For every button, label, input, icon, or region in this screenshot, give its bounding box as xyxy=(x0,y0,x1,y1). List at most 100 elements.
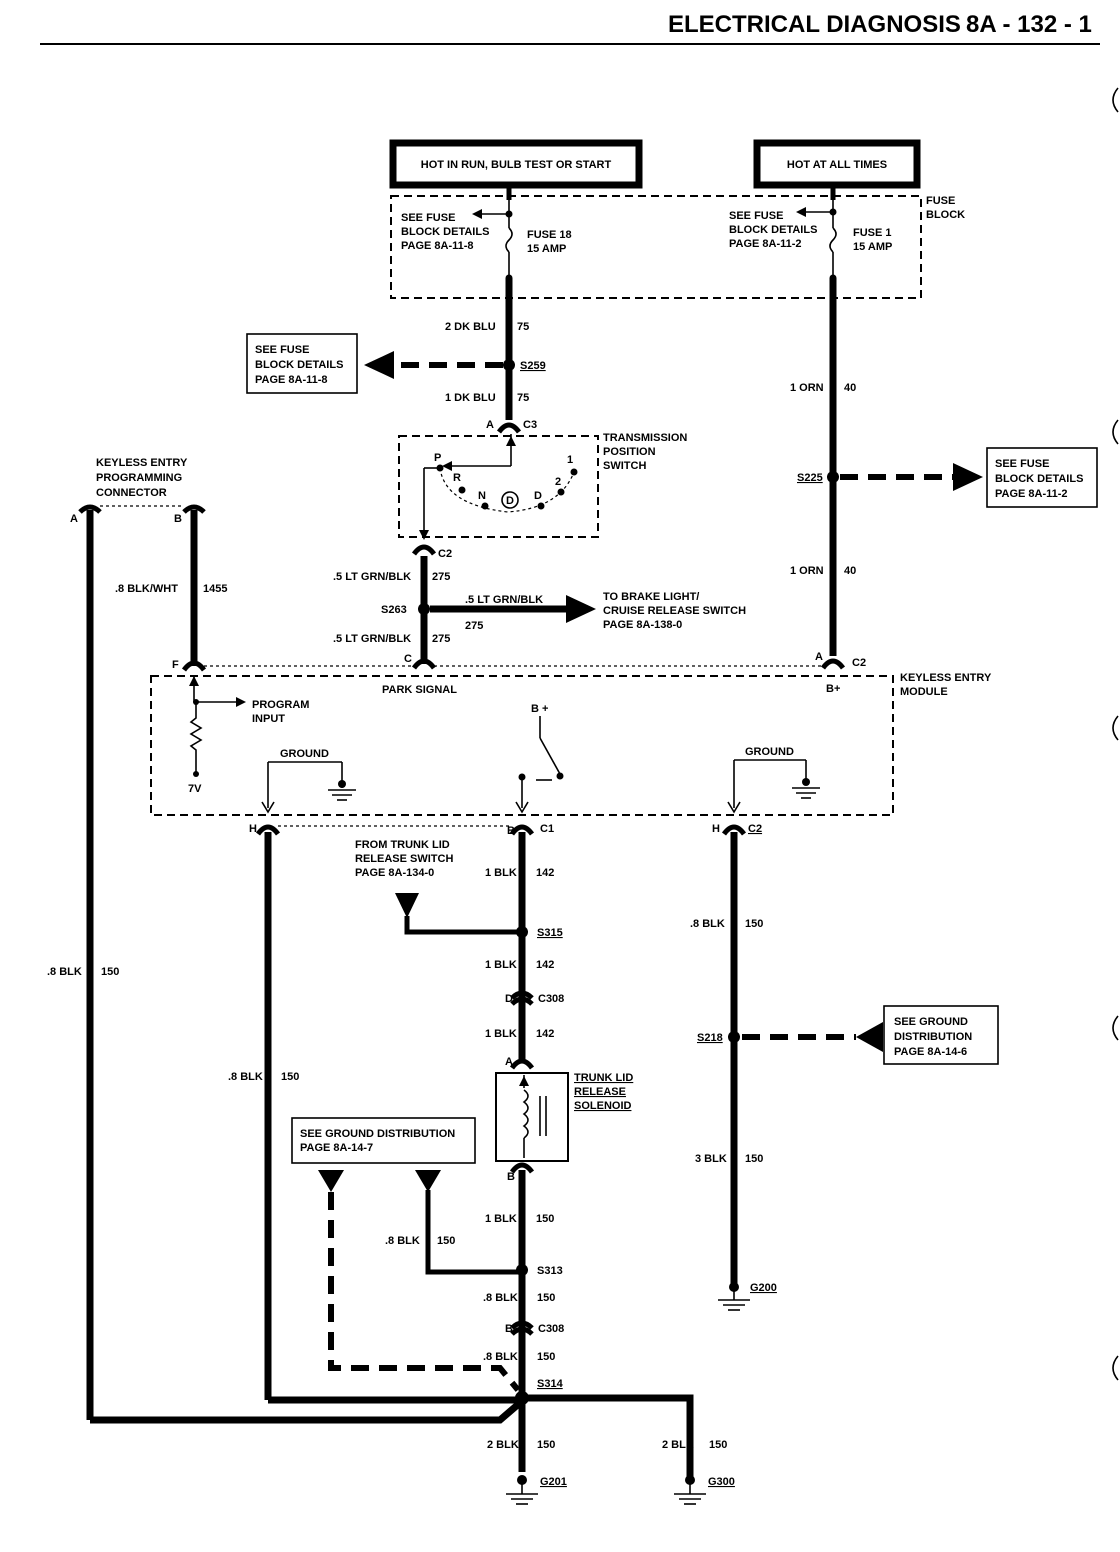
wire-40-upper-label: 1 ORN xyxy=(790,382,824,394)
fuse1-element xyxy=(829,227,837,253)
fuse-block-label-1: FUSE xyxy=(926,195,955,207)
tps-label-1: TRANSMISSION xyxy=(603,432,687,444)
wire-275-branch-label: .5 LT GRN/BLK xyxy=(465,594,543,606)
splice-s225-label: S225 xyxy=(797,472,823,484)
wire-150-g-number: 150 xyxy=(537,1292,555,1304)
keyless-entry-module-boundary xyxy=(150,675,894,816)
c-pin-label: C xyxy=(404,653,412,665)
fuse-ref-left-2: BLOCK DETAILS xyxy=(401,226,489,238)
connector-f xyxy=(181,660,207,672)
wire-150-to-g300 xyxy=(522,1394,694,1478)
h-left-pin-label: H xyxy=(249,823,257,835)
solenoid-pin-b: B xyxy=(507,1171,515,1183)
solenoid-label-3: SOLENOID xyxy=(574,1100,632,1112)
wire-1455-number: 1455 xyxy=(203,583,227,595)
v7-label: 7V xyxy=(188,783,202,795)
s259-ref-1: SEE FUSE xyxy=(255,344,309,356)
fuse1-rating: 15 AMP xyxy=(853,241,892,253)
wire-150-g-label: .8 BLK xyxy=(483,1292,518,1304)
gnd-dist7-triangle-a-icon xyxy=(318,1170,344,1192)
c308-bottom-pin: B xyxy=(505,1323,513,1335)
s225-ref-1: SEE FUSE xyxy=(995,458,1049,470)
connector-c308-bottom-b xyxy=(510,1326,534,1336)
wire-150-s313-feed xyxy=(425,1190,520,1275)
fuse18-label: FUSE 18 xyxy=(527,229,572,241)
trunk-switch-ref-triangle-icon xyxy=(395,893,419,918)
connector-c308-top-a xyxy=(510,990,534,1000)
wire-150-c-number: 150 xyxy=(745,918,763,930)
splice-s225 xyxy=(827,471,839,483)
ground2-dot xyxy=(802,778,810,786)
splice-s313 xyxy=(516,1264,528,1276)
gnd-dist6-ref-1: SEE GROUND xyxy=(894,1016,968,1028)
hot-at-all-times-label: HOT AT ALL TIMES xyxy=(787,159,887,171)
wire-142-b-number: 142 xyxy=(536,959,554,971)
tps-pos-n-dot xyxy=(481,502,489,510)
trunk-lid-release-solenoid xyxy=(495,1072,569,1162)
splice-s313-label: S313 xyxy=(537,1265,563,1277)
fuse-ref-right-1: SEE FUSE xyxy=(729,210,783,222)
brake-ref-2: CRUISE RELEASE SWITCH xyxy=(603,605,746,617)
connector-c2-tps xyxy=(411,544,437,556)
splice-s263 xyxy=(418,603,430,615)
splice-s259-label: S259 xyxy=(520,360,546,372)
wire-40-lower-label: 1 ORN xyxy=(790,565,824,577)
gnd-dist7-dashed-line xyxy=(328,1192,521,1392)
f-pin-label: F xyxy=(172,659,179,671)
fuse1-ref-arrow-icon xyxy=(796,207,806,217)
ground-g200-label: G200 xyxy=(750,1282,777,1294)
splice-s315-label: S315 xyxy=(537,927,563,939)
solenoid-label-2: RELEASE xyxy=(574,1086,626,1098)
tps-input-arrow-icon xyxy=(506,436,516,446)
gnd-dist7-ref-2: PAGE 8A-14-7 xyxy=(300,1142,373,1154)
wire-75-lower-number: 75 xyxy=(517,392,529,404)
fuse1-label: FUSE 1 xyxy=(853,227,892,239)
wire-142-a-label: 1 BLK xyxy=(485,867,517,879)
brake-ref-1: TO BRAKE LIGHT/ xyxy=(603,591,699,603)
page-title: ELECTRICAL DIAGNOSIS xyxy=(668,11,961,38)
trunk-switch-ref-3: PAGE 8A-134-0 xyxy=(355,867,434,879)
module-label-2: MODULE xyxy=(900,686,948,698)
tps-pos-p: P xyxy=(434,452,441,464)
c2-bottom-label: C2 xyxy=(748,823,762,835)
tps-pos-1-dot xyxy=(570,468,578,476)
brake-light-arrow-icon xyxy=(566,595,596,623)
tps-drive-circle-icon xyxy=(501,491,519,509)
transmission-position-switch-boundary xyxy=(398,435,599,538)
connector-h-right xyxy=(721,824,747,836)
tps-pos-n: N xyxy=(478,490,486,502)
ground-g300-label: G300 xyxy=(708,1476,735,1488)
wire-150-e-number: 150 xyxy=(536,1213,554,1225)
wire-142-a-number: 142 xyxy=(536,867,554,879)
module-ground2-label: GROUND xyxy=(745,746,794,758)
trunk-switch-feed-wire xyxy=(404,916,520,935)
binder-hole-3 xyxy=(1112,715,1119,741)
wire-150-d-number: 150 xyxy=(745,1153,763,1165)
switch-contact-blade xyxy=(539,737,561,775)
connector-c2-module xyxy=(820,658,846,670)
splice-s315 xyxy=(516,926,528,938)
binder-hole-2 xyxy=(1112,419,1119,445)
splice-s218 xyxy=(728,1031,740,1043)
program-input-label-1: PROGRAM xyxy=(252,699,309,711)
solenoid-connector-b xyxy=(509,1162,535,1174)
tps-pos-d-dot xyxy=(537,502,545,510)
wire-150-j-number: 150 xyxy=(709,1439,727,1451)
module-ground1-label: GROUND xyxy=(280,748,329,760)
brake-ref-3: PAGE 8A-138-0 xyxy=(603,619,682,631)
wire-150-f-number: 150 xyxy=(437,1235,455,1247)
solenoid-label-1: TRUNK LID xyxy=(574,1072,633,1084)
solenoid-connector-a xyxy=(509,1058,535,1070)
c3-pin-label: A xyxy=(486,419,494,431)
fuse-block-label-2: BLOCK xyxy=(926,209,965,221)
gnd-dist6-ref-box xyxy=(883,1005,999,1065)
wire-150-j-label: 2 BLK xyxy=(662,1439,694,1451)
s225-ref-2: BLOCK DETAILS xyxy=(995,473,1083,485)
tps-wiper-arrow-icon xyxy=(442,461,452,471)
c1-pin-label: B xyxy=(507,825,515,837)
s225-ref-3: PAGE 8A-11-2 xyxy=(995,488,1068,500)
hot-at-all-times-box xyxy=(753,139,921,189)
fuse-ref-left-1: SEE FUSE xyxy=(401,212,455,224)
c308-top-pin: D xyxy=(505,993,513,1005)
s259-ref-box xyxy=(246,333,358,394)
